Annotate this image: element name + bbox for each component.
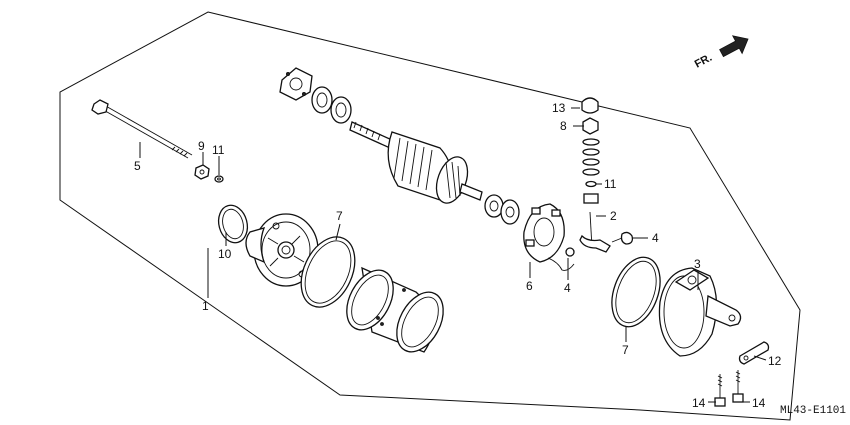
callout-labels: 1 2 3 4 4 5 6 7 7 8 9 10 11 11 12 13 14 … xyxy=(134,101,782,410)
terminal-strap xyxy=(738,341,770,365)
callout-12: 12 xyxy=(768,354,782,368)
callout-7-b: 7 xyxy=(622,343,629,357)
brush-spring-clip xyxy=(611,231,634,245)
armature xyxy=(349,121,483,204)
mounting-bolt-a xyxy=(714,374,726,407)
callout-4-a: 4 xyxy=(652,231,659,245)
callout-4-b: 4 xyxy=(564,281,571,295)
callout-14-a: 14 xyxy=(692,396,706,410)
callout-6: 6 xyxy=(526,279,533,293)
brush-holder xyxy=(523,203,575,271)
callout-8: 8 xyxy=(560,119,567,133)
callout-11-a: 11 xyxy=(212,143,225,157)
callout-10: 10 xyxy=(218,247,232,261)
callout-3: 3 xyxy=(694,257,701,271)
washer-a xyxy=(484,194,504,218)
thrust-plate xyxy=(279,67,313,101)
front-cover xyxy=(245,213,319,287)
direction-label: FR. xyxy=(693,52,714,71)
callout-5: 5 xyxy=(134,159,141,173)
small-washer xyxy=(214,175,224,183)
callout-2: 2 xyxy=(610,209,617,223)
through-bolt xyxy=(91,99,193,159)
rear-cover xyxy=(658,267,742,357)
motor-case xyxy=(346,266,444,353)
callout-7-a: 7 xyxy=(336,209,343,223)
small-nut xyxy=(194,164,210,180)
mounting-bolt-b xyxy=(732,370,744,403)
callout-1: 1 xyxy=(202,299,209,313)
assembly-boundary xyxy=(59,11,801,421)
shim-2 xyxy=(330,96,352,124)
front-direction-indicator: FR. xyxy=(693,35,749,71)
leader-lines xyxy=(139,107,767,403)
callout-9: 9 xyxy=(198,139,205,153)
gasket-rear xyxy=(611,256,661,328)
terminal-hardware-stack xyxy=(579,97,611,253)
direction-arrow-icon xyxy=(719,35,749,58)
diagram-code: ML43-E1101 xyxy=(780,405,846,417)
washer-b xyxy=(500,199,520,225)
callout-11-b: 11 xyxy=(604,177,617,191)
shim-1 xyxy=(311,86,333,114)
gasket-front xyxy=(300,236,356,308)
callout-13: 13 xyxy=(552,101,566,115)
callout-14-b: 14 xyxy=(752,396,766,410)
